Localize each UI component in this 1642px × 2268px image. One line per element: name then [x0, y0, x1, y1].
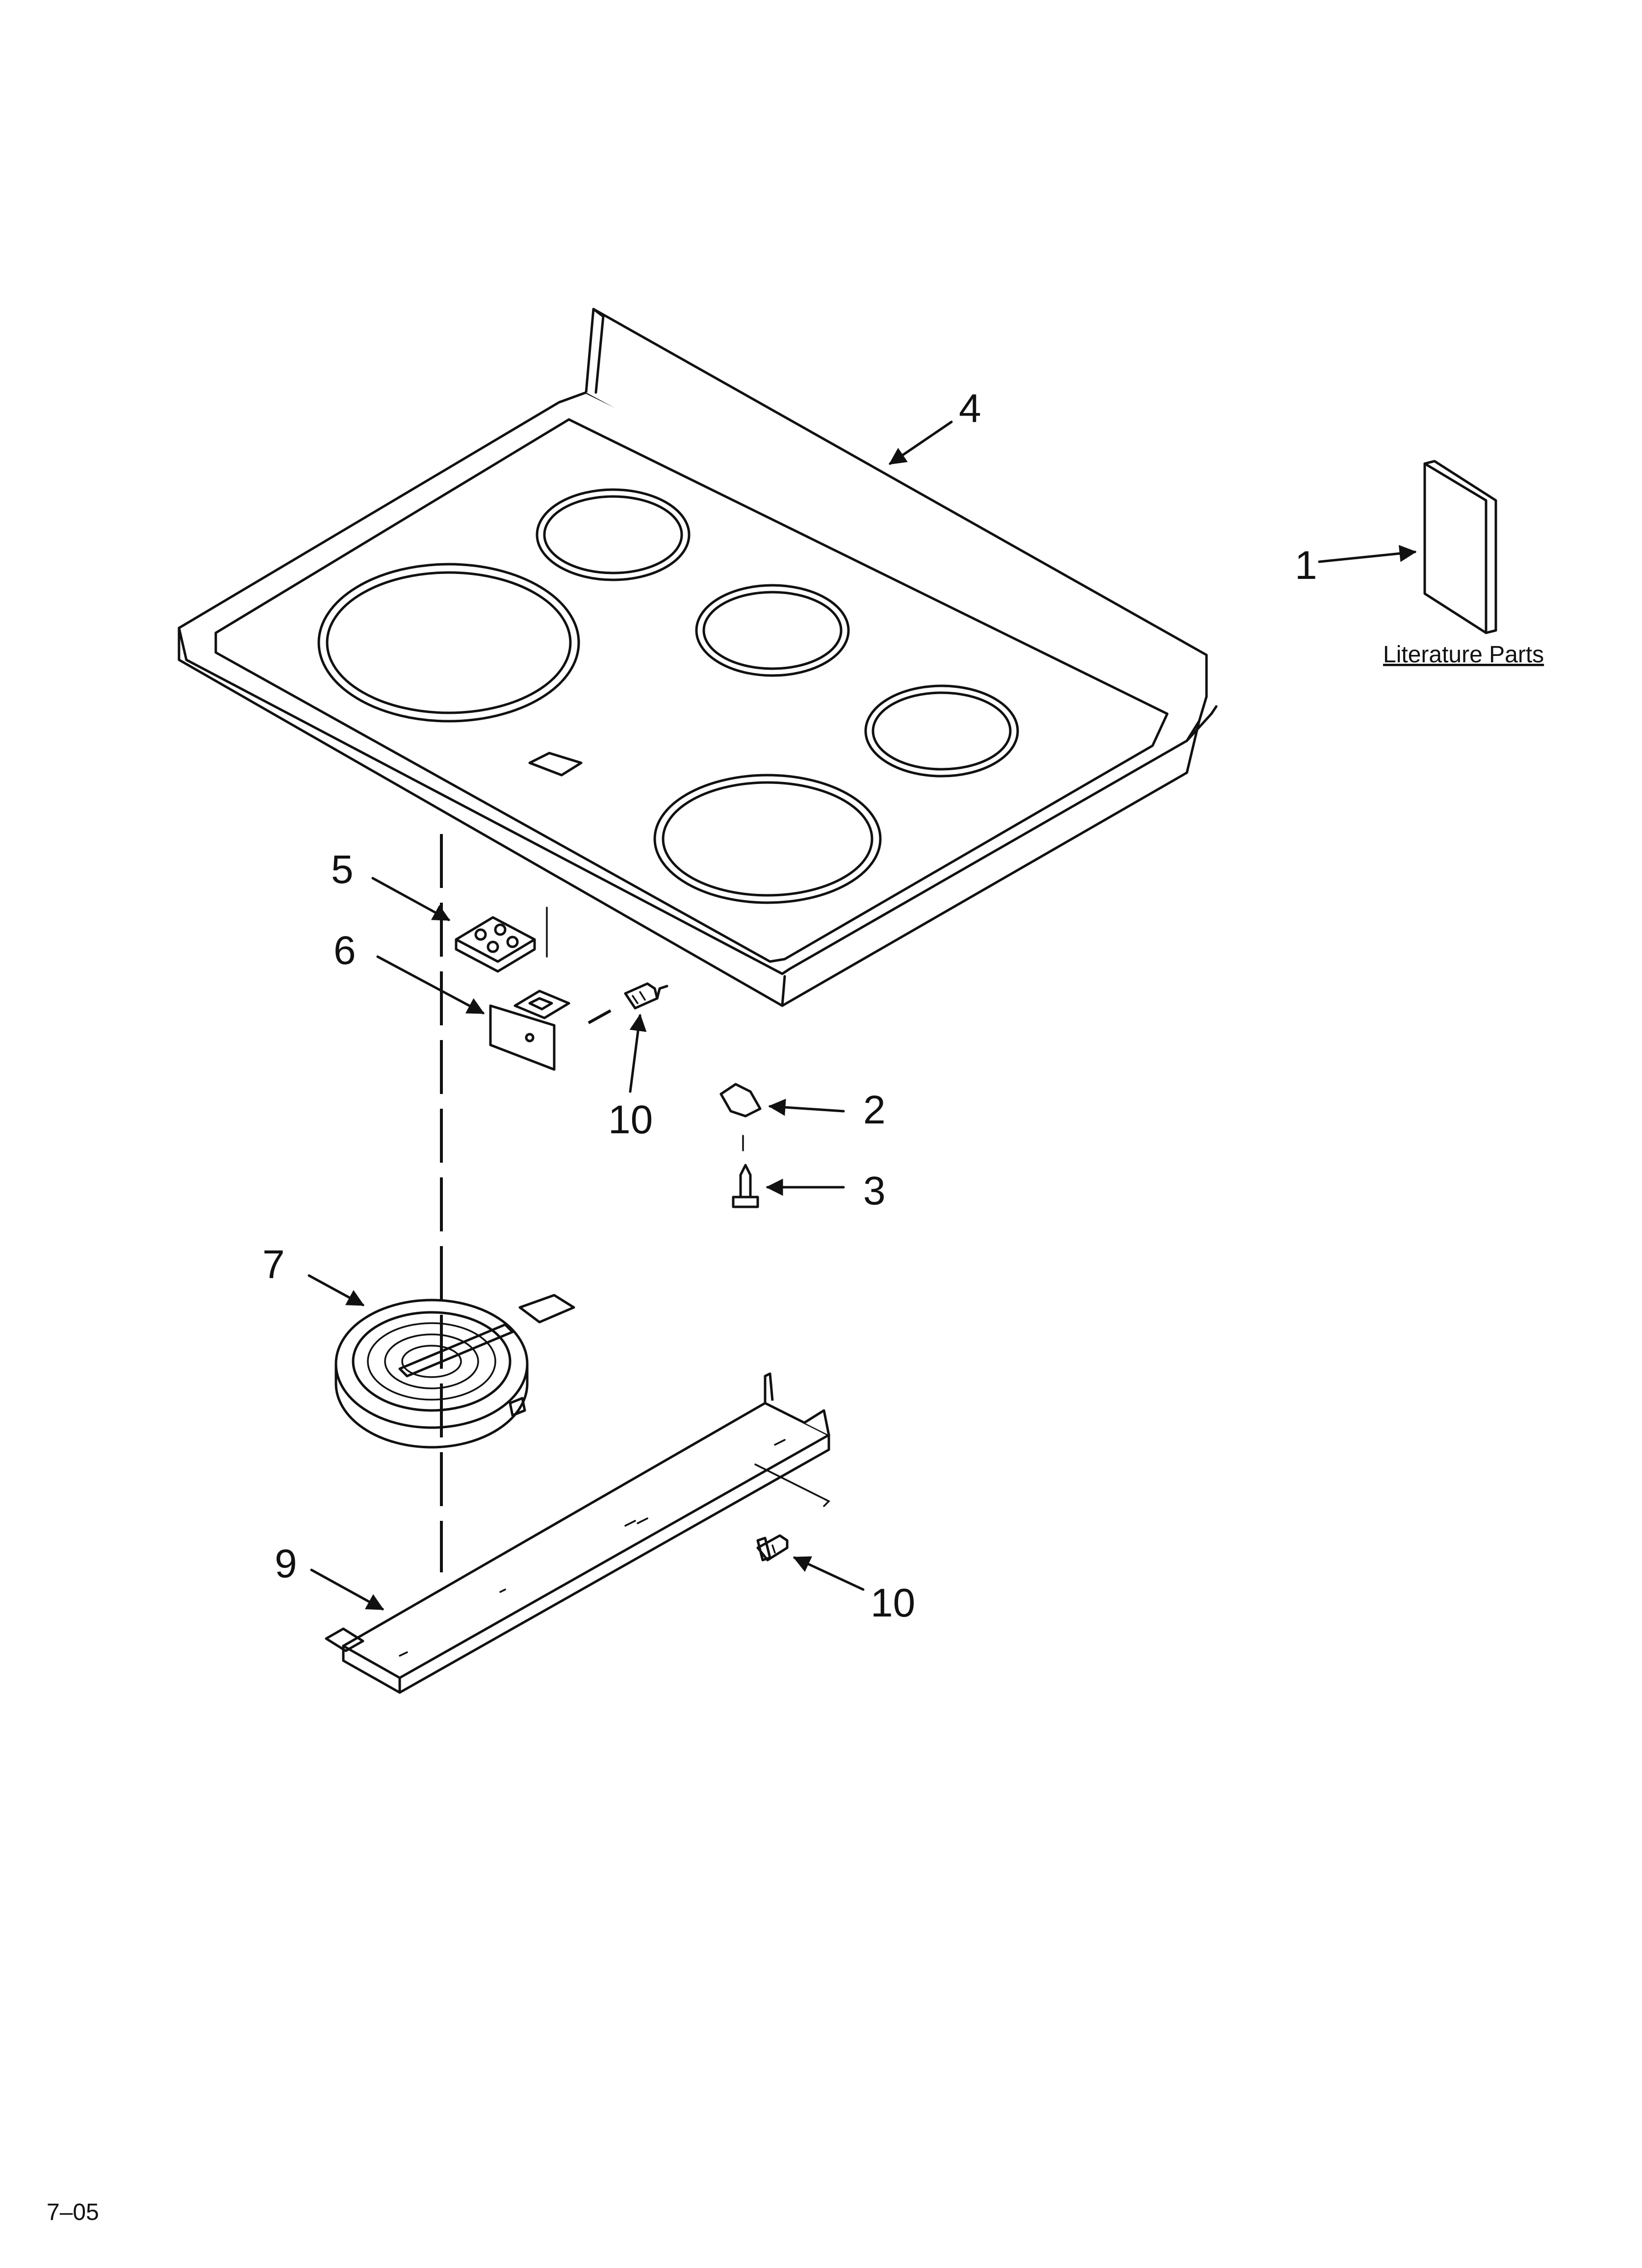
callout-7: 7	[262, 1242, 285, 1287]
screw-lower	[756, 1534, 789, 1562]
mounting-clip	[719, 1083, 762, 1118]
callout-2: 2	[863, 1088, 886, 1132]
terminal-bracket	[489, 990, 570, 1071]
callout-10-upper: 10	[608, 1097, 653, 1142]
footer-code: 7–05	[47, 2199, 99, 2225]
leader-lines	[308, 420, 1417, 1611]
radiant-surface-element	[334, 1294, 575, 1449]
callout-4: 4	[959, 386, 981, 431]
callout-6: 6	[334, 928, 356, 973]
burner-center	[695, 584, 850, 677]
burner-left-rear	[317, 563, 580, 723]
literature-parts-label: Literature Parts	[1383, 642, 1544, 668]
callout-9: 9	[275, 1541, 297, 1586]
element-support-bracket	[325, 1372, 830, 1694]
callout-5: 5	[331, 847, 354, 892]
hot-surface-indicator	[528, 752, 583, 777]
screw-upper	[624, 982, 668, 1010]
callout-3: 3	[863, 1169, 886, 1213]
burner-small-rear	[536, 488, 691, 581]
literature-parts-icon	[1423, 460, 1497, 634]
cooktop-glass	[178, 308, 1218, 1007]
callout-1: 1	[1295, 543, 1317, 588]
burner-right	[864, 684, 1019, 778]
callout-10-lower: 10	[871, 1581, 915, 1625]
screw-small	[732, 1164, 759, 1208]
burner-front	[653, 774, 882, 904]
terminal-block	[455, 907, 548, 973]
